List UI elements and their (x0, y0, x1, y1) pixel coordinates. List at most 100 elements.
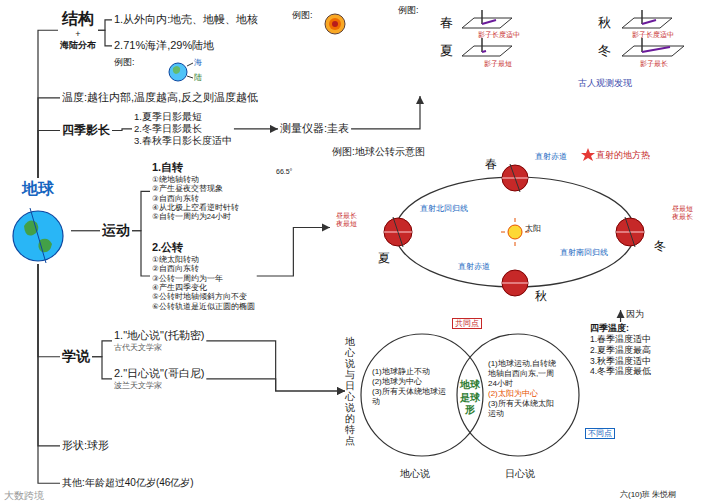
observation-note: 古人观测发现 (578, 78, 632, 88)
venn-overlap: 地球是球形 (459, 379, 481, 417)
arrow-connector (620, 310, 621, 322)
branch-line (92, 357, 112, 379)
season-label: 春 (440, 16, 453, 31)
orbit-panel: 例图:地球公转示意图 (330, 145, 702, 310)
branch-line (38, 131, 60, 179)
node-text: ⑥公转轨道是近似正圆的椭圆 (152, 302, 255, 311)
daylight-note: 昼最长夜最短 (336, 212, 359, 228)
node-text: 波兰天文学家 (114, 381, 204, 391)
ground-plane (622, 18, 672, 28)
leader-line (187, 76, 193, 78)
node-text: (2)太阳为中心 (488, 389, 560, 399)
branch-line (98, 30, 112, 46)
node-text: + (60, 29, 96, 40)
gnomon (641, 38, 643, 52)
branch-line (38, 264, 60, 357)
earth-spring (502, 165, 528, 191)
earth-axis (393, 217, 403, 247)
revolution-list: 2.公转①绕太阳转动②自西向东转③公转一周约为一年④产生四季变化⑤公转时地轴倾斜… (150, 240, 257, 312)
node-title: 2.71%海洋,29%陆地 (114, 39, 214, 53)
venn-caption: 地心说 (400, 468, 430, 480)
branch-line (92, 341, 112, 357)
earth-winter (616, 218, 644, 246)
rotation-list: 1.自转①绕地轴转动②产生昼夜交替现象③自西向东转④从北极上空看逆时针转⑤自转一… (150, 160, 241, 223)
node-title: 2."日心说"(哥白尼) (114, 367, 204, 381)
node-title: 1.自转 (152, 161, 239, 175)
branch-topic: 四季影长 (60, 122, 112, 139)
node-text: ③公转一周约为一年 (152, 274, 255, 283)
gnomon (641, 10, 643, 24)
equator-line (502, 283, 528, 284)
branch-topic: 其他:年龄超过40亿岁(46亿岁) (60, 476, 196, 491)
season-label: 夏 (440, 44, 453, 59)
crust-layer (325, 14, 345, 34)
node-text: ⑤自转一周约为24小时 (152, 212, 239, 221)
node-text: ①绕太阳转动 (152, 255, 255, 264)
star-mark (581, 148, 595, 161)
venn-outline (457, 334, 579, 456)
sun-rays (501, 218, 529, 246)
earth-axis (510, 164, 520, 192)
season-label: 夏 (378, 252, 390, 266)
branch-line (38, 264, 60, 446)
node-text: 2.冬季日影最长 (134, 123, 232, 135)
continent (173, 66, 180, 74)
branch-line (132, 231, 150, 276)
node-text: ④从北极上空看逆时针转 (152, 203, 239, 212)
node-title: 地球 (7, 179, 69, 199)
season-label: 秋 (535, 290, 547, 304)
theory-item: 1."地心说"(托勒密)古代天文学家 (112, 328, 206, 354)
author-signature: 六(10)班 朱悦桐 (620, 490, 676, 499)
shadow-note: 影子长度适中 (632, 31, 674, 39)
leader-line (187, 63, 193, 66)
node-title: 其他:年龄超过40亿岁(46亿岁) (62, 477, 194, 490)
node-title: 1.从外向内:地壳、地幔、地核 (114, 13, 258, 27)
node-title: 结构 (60, 9, 96, 29)
node-title: 例图: (398, 5, 700, 16)
node-text: ①绕地轴转动 (152, 175, 239, 184)
node-title: 四季温度: (590, 323, 651, 334)
shadow-note: 影子长度适中 (478, 31, 520, 39)
vertical-title: 地心说与日心说的特点 (345, 336, 355, 446)
earth-axis (30, 208, 46, 263)
arrow-connector (206, 379, 345, 391)
node-text: ④产生四季变化 (152, 283, 255, 292)
node-title: 形状:球形 (62, 439, 109, 453)
ground-plane (462, 46, 512, 56)
node-title: 1.夏季日影最短 (134, 111, 232, 123)
daylight-note: 昼最短夜最长 (672, 205, 695, 221)
branch-line (112, 129, 132, 131)
branch-line (132, 191, 150, 230)
arrow-connector (351, 96, 420, 129)
land-label: 陆 (194, 73, 202, 82)
venn-outline (361, 334, 483, 456)
heat-note: 直射的地方热 (596, 150, 650, 160)
instrument-note: 测量仪器:圭表 (278, 121, 351, 137)
branch-line (38, 98, 60, 178)
sea-land-globe (169, 63, 187, 81)
core-layer (332, 21, 338, 27)
arrow-connector (234, 128, 278, 129)
node-text: ③自西向东转 (152, 194, 239, 203)
node-text: 1.春季温度适中 (590, 334, 651, 345)
edge-label: 因为 (625, 310, 645, 320)
node-title: (1)地球运动,自转绕地轴自西向东,一周24小时 (488, 359, 560, 389)
sunlight-note: 直射赤道 (458, 262, 490, 271)
branch-line (38, 264, 60, 483)
branch-topic: 形状:球形 (60, 438, 111, 454)
season-label: 冬 (654, 240, 666, 254)
sunlight-note: 直射赤道 (535, 152, 567, 161)
node-title: 温度:越往内部,温度越高,反之则温度越低 (62, 91, 258, 105)
gnomon (481, 10, 483, 24)
ground-plane (462, 18, 512, 28)
structure-item: 2.71%海洋,29%陆地 (112, 38, 216, 54)
node-text: 3.春秋季日影长度适中 (134, 135, 232, 147)
node-title: 2.公转 (152, 241, 255, 255)
node-text: (3)所有天体绕地球运动 (372, 387, 452, 407)
node-text: ②产生昼夜交替现象 (152, 184, 239, 193)
node-title: 1."地心说"(托勒密) (114, 329, 204, 343)
node-text: ②自西向东转 (152, 264, 255, 273)
season-label: 春 (485, 158, 497, 172)
branch-topic: 运动 (100, 221, 132, 241)
example-label: 例图: (114, 57, 135, 67)
